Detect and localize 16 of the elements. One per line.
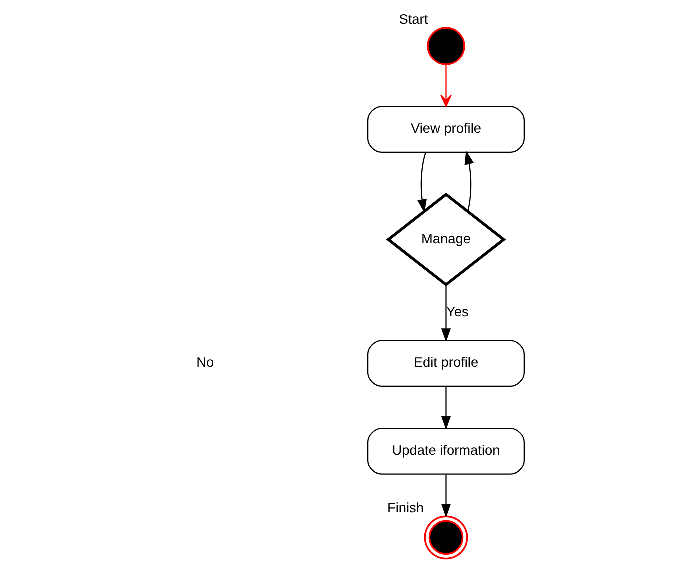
arrow (464, 150, 474, 212)
label: No (196, 355, 214, 370)
node-box: View profile (367, 106, 525, 154)
arrow (440, 64, 452, 108)
edge-label: Yes (446, 304, 469, 320)
arrow (418, 152, 427, 214)
node-diamond: Manage (386, 192, 506, 287)
node-circle (427, 27, 466, 66)
node-circle (424, 516, 468, 560)
arrow (441, 474, 452, 518)
node-label: Start (399, 12, 428, 28)
node-box: Edit profile (367, 340, 525, 388)
node-label: Finish (387, 500, 424, 516)
node-box: Update iformation (367, 428, 525, 475)
arrow (441, 386, 452, 430)
arrow (441, 285, 452, 342)
